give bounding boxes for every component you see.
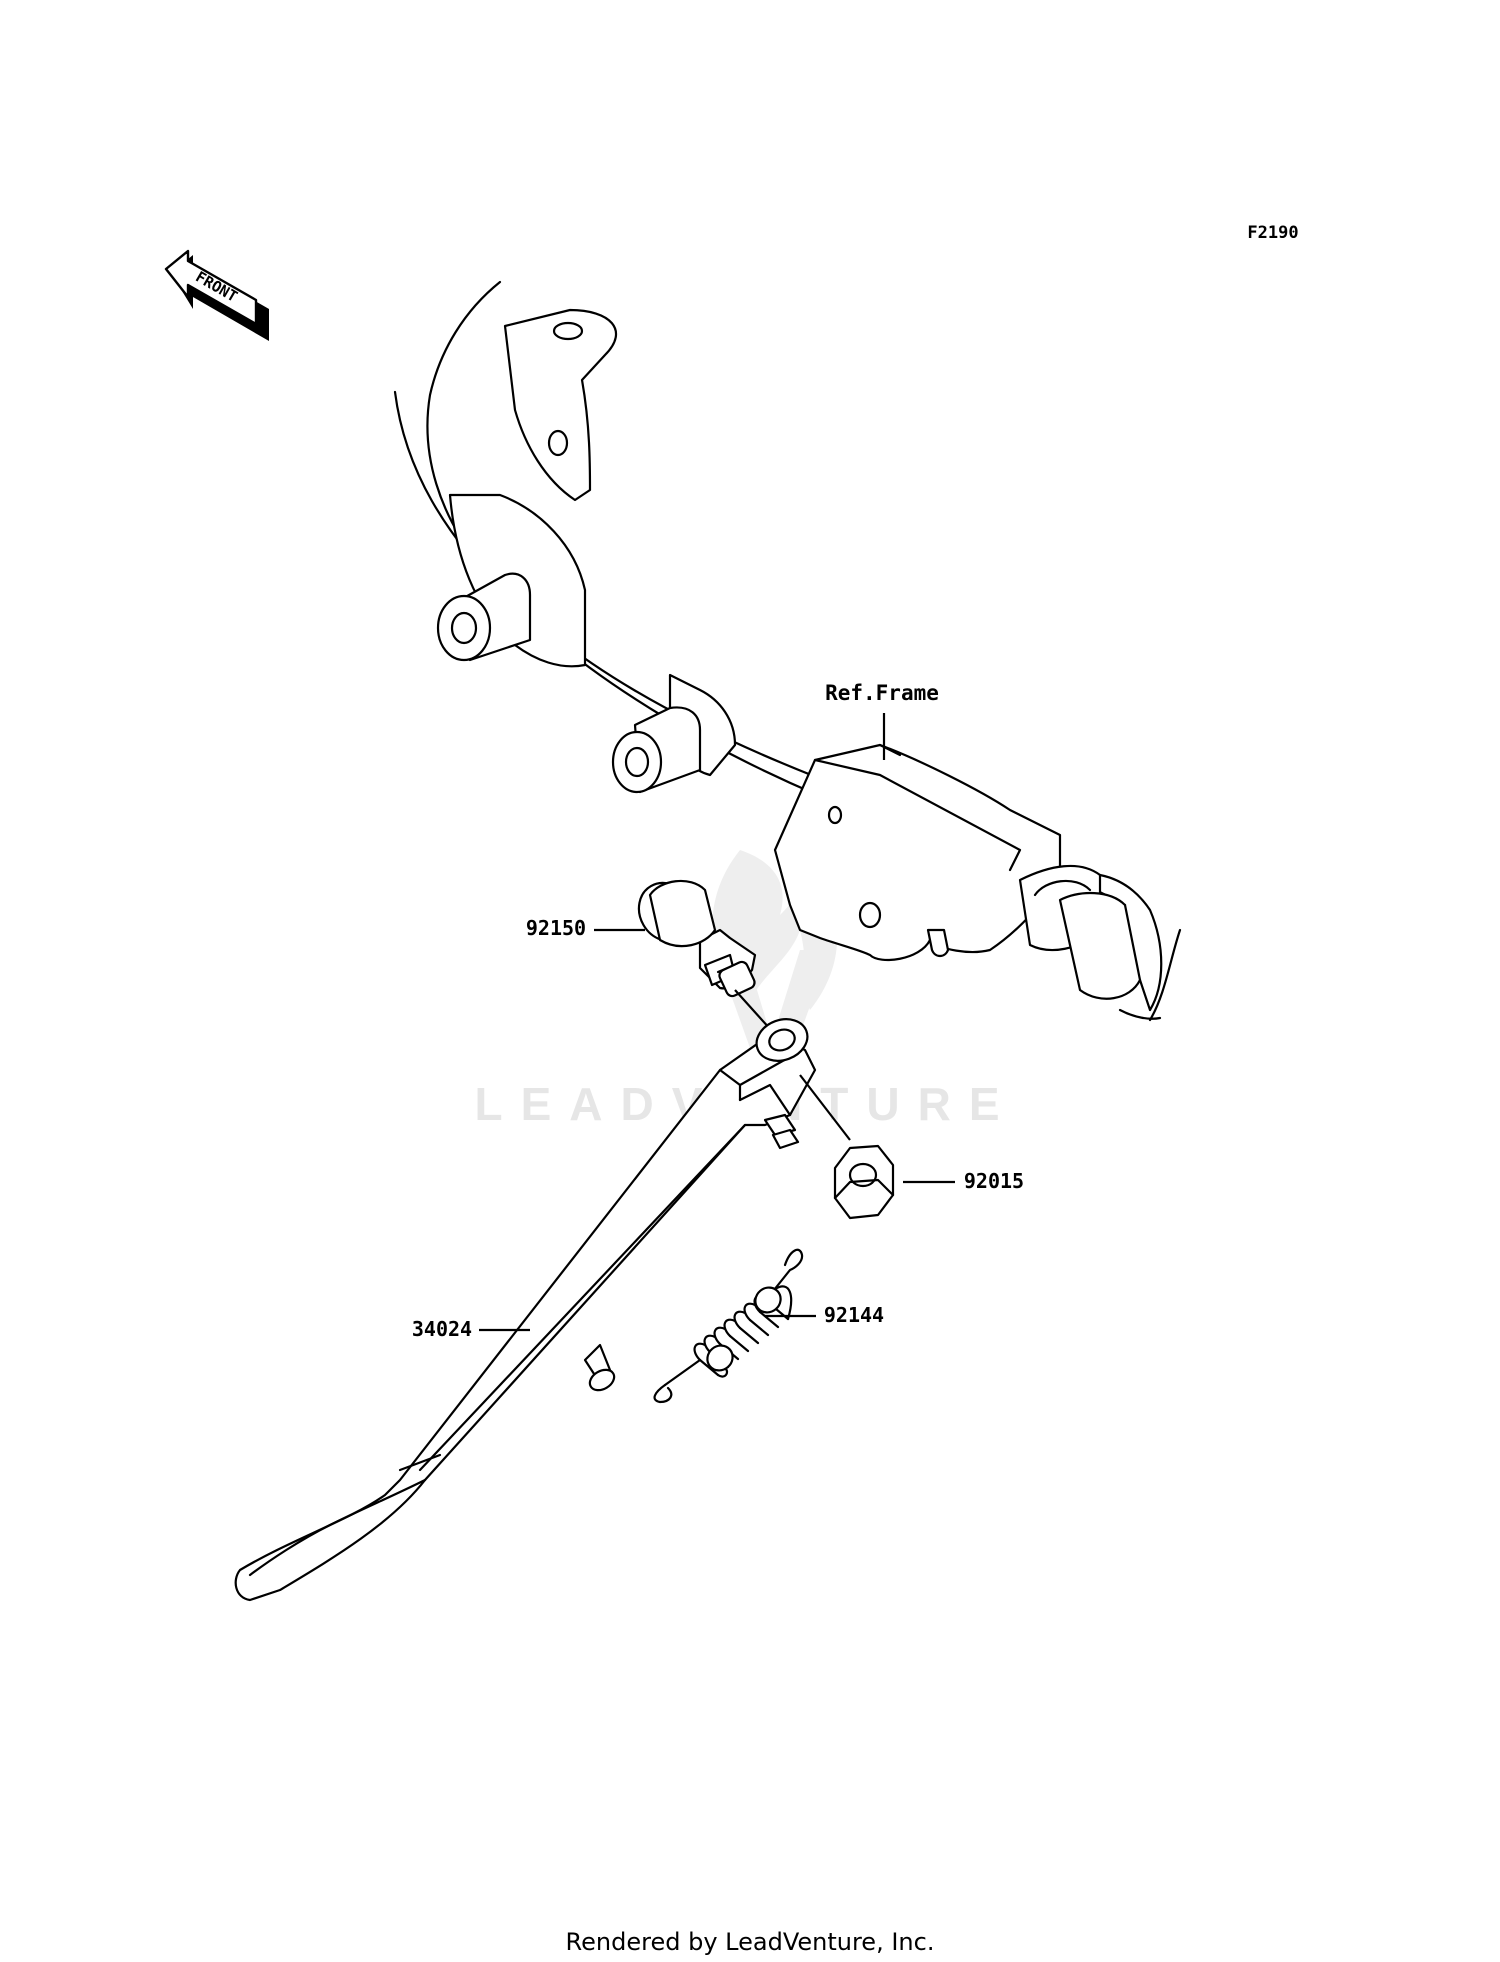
part-92150-bolt: [637, 879, 757, 998]
part-label-34024: 34024: [412, 1317, 472, 1341]
front-arrow-icon: FRONT: [164, 249, 269, 341]
part-label-92144: 92144: [824, 1303, 884, 1327]
assembly-line-nut: [799, 1074, 851, 1141]
footer-credit: Rendered by LeadVenture, Inc.: [566, 1928, 935, 1956]
ref-frame-label: Ref.Frame: [825, 681, 939, 705]
part-92144-spring: [653, 1248, 804, 1404]
part-34024-side-stand: [234, 1018, 817, 1602]
part-label-92150: 92150: [526, 916, 586, 940]
diagram-code: F2190: [1247, 223, 1298, 243]
part-label-92015: 92015: [964, 1169, 1024, 1193]
frame-reference: [393, 280, 1182, 1022]
part-92015-nut: [833, 1144, 895, 1220]
